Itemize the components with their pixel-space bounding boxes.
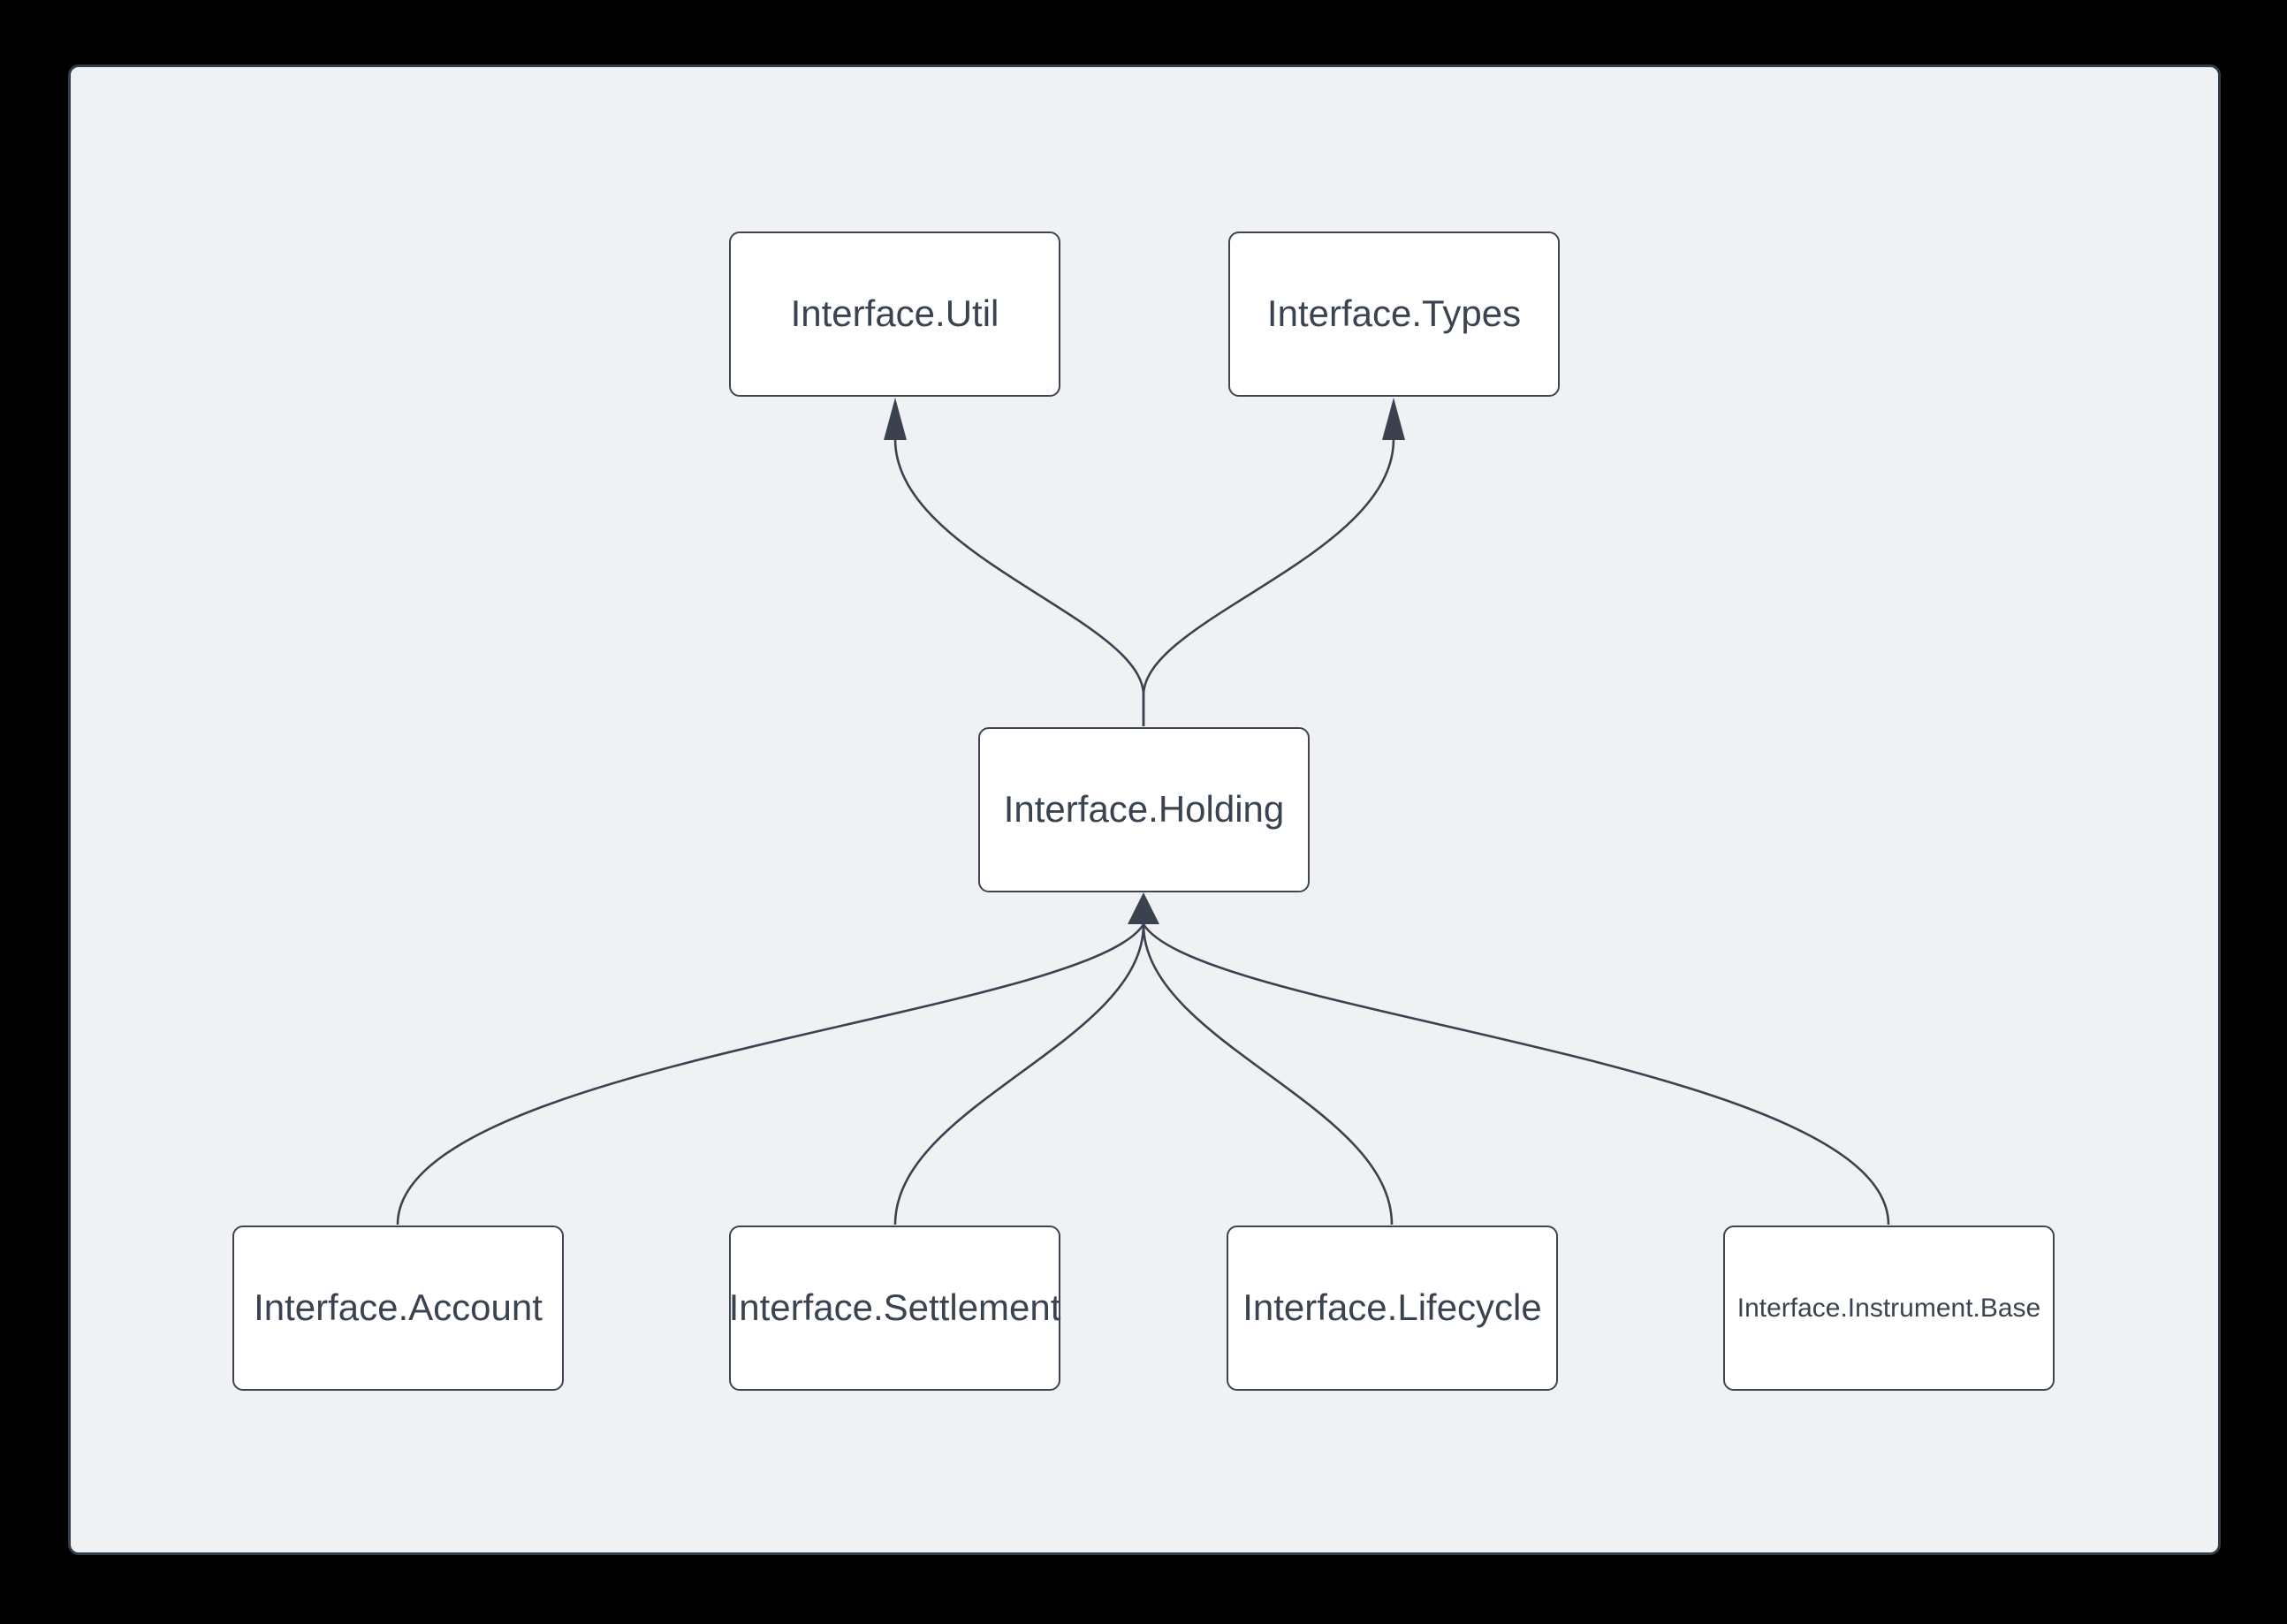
node-label: Interface.Lifecycle [1242, 1286, 1542, 1329]
node-interface-settlement[interactable]: Interface.Settlement [729, 1226, 1060, 1391]
node-interface-util[interactable]: Interface.Util [729, 231, 1060, 397]
node-interface-account[interactable]: Interface.Account [232, 1226, 564, 1391]
edge-holding-to-types [1142, 438, 1395, 726]
arrowhead-holding [1128, 892, 1159, 924]
node-interface-lifecycle[interactable]: Interface.Lifecycle [1227, 1226, 1558, 1391]
node-interface-holding[interactable]: Interface.Holding [978, 727, 1310, 892]
node-interface-instrument-base[interactable]: Interface.Instrument.Base [1723, 1226, 2055, 1391]
node-label: Interface.Types [1266, 292, 1522, 335]
edge-account-to-holding [396, 923, 1145, 1226]
edge-holding-to-util [893, 438, 1145, 726]
node-label: Interface.Account [254, 1286, 543, 1329]
arrowhead-util [884, 398, 907, 440]
node-label: Interface.Util [790, 292, 999, 335]
edge-instrument-base-to-holding [1142, 923, 1890, 1226]
node-label: Interface.Instrument.Base [1736, 1293, 2041, 1323]
edge-lifecycle-to-holding [1142, 923, 1394, 1226]
arrowhead-types [1382, 398, 1405, 440]
node-interface-types[interactable]: Interface.Types [1228, 231, 1560, 397]
node-label: Interface.Settlement [728, 1286, 1061, 1329]
node-label: Interface.Holding [1003, 788, 1285, 831]
edge-settlement-to-holding [893, 923, 1145, 1226]
